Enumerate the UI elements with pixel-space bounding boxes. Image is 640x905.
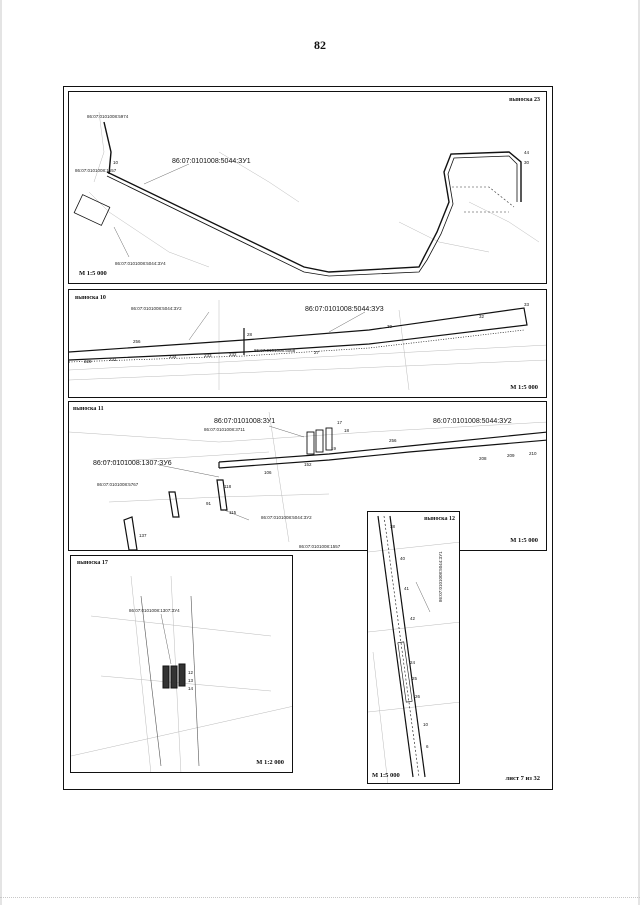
- inset-12-point-6: 6: [426, 744, 429, 749]
- inset-11-label-mid: 86:07:0101008:5044:ЗУ2: [261, 515, 312, 520]
- inset-12: 86:07:0101008:5044:ЗУ1 38 40 41 42 24 25…: [367, 511, 460, 784]
- inset-12-point-38: 38: [390, 524, 396, 529]
- page-number: 82: [314, 38, 326, 52]
- inset-23-point-a: 10: [113, 160, 119, 165]
- inset-10-point-28: 28: [247, 332, 253, 337]
- inset-17-point-13: 13: [188, 678, 194, 683]
- inset-10-point-231: 231: [109, 357, 117, 362]
- scan-edge-bottom: [0, 897, 640, 899]
- inset-11-point-209: 209: [507, 453, 515, 458]
- inset-23-point-b: 44: [524, 150, 530, 155]
- scan-edge-right: [638, 0, 640, 905]
- inset-11-point-17: 17: [337, 420, 343, 425]
- inset-11-point-256: 256: [389, 438, 397, 443]
- inset-10-scale: М 1:5 000: [510, 384, 538, 391]
- inset-11-label-top-small: 86:07:0101008:3711: [204, 427, 245, 432]
- inset-12-point-42: 42: [410, 616, 416, 621]
- inset-10-tag: выноска 10: [75, 295, 106, 301]
- inset-12-point-40: 40: [400, 556, 406, 561]
- inset-23-label-bottom: 86:07:0101008:5044:ЗУ4: [115, 261, 166, 266]
- inset-10-point-256: 256: [133, 339, 141, 344]
- inset-23: 86:07:0101008:5044:ЗУ1 86:07:0101008:504…: [68, 91, 547, 284]
- inset-10-point-234: 234: [169, 354, 177, 359]
- inset-23-label-top-small: 86:07:0101008:5974: [87, 114, 129, 119]
- inset-12-point-26: 26: [415, 694, 421, 699]
- inset-10-point-30: 30: [387, 324, 393, 329]
- inset-23-point-c: 30: [524, 160, 530, 165]
- inset-11-tag: выноска 11: [73, 406, 104, 412]
- inset-17-drawing: 86:07:0101008:1307:ЗУ4 12 13 14: [71, 575, 292, 772]
- inset-17-tag: выноска 17: [77, 560, 108, 566]
- inset-23-scale: М 1:5 000: [79, 270, 107, 277]
- inset-11-point-18: 18: [344, 428, 350, 433]
- inset-17-point-14: 14: [188, 686, 194, 691]
- inset-11-point-91: 91: [206, 501, 212, 506]
- inset-11-point-115: 115: [229, 510, 237, 515]
- inset-11-label-top-right: 86:07:0101008:5044:ЗУ2: [433, 418, 512, 425]
- inset-10-label-left: 86:07:0101008:5044:ЗУ2: [131, 306, 182, 311]
- inset-11-point-19: 19: [331, 446, 337, 451]
- inset-10-point-32: 32: [479, 314, 485, 319]
- inset-12-point-10: 10: [423, 722, 429, 727]
- inset-17-scale: М 1:2 000: [256, 759, 284, 766]
- inset-11-point-118: 118: [224, 484, 232, 489]
- inset-10-label-right: 86:07:0101008:5044:ЗУ3: [305, 306, 384, 313]
- inset-10-point-33: 33: [524, 302, 530, 307]
- scan-edge-left: [0, 0, 2, 905]
- inset-23-drawing: 86:07:0101008:5044:ЗУ1 86:07:0101008:504…: [73, 111, 540, 277]
- inset-12-point-25: 25: [412, 676, 418, 681]
- inset-11-label-left-small: 86:07:0101008:5767: [97, 482, 139, 487]
- sheet-label: лист 7 из 32: [505, 775, 540, 782]
- inset-17-point-12: 12: [188, 670, 194, 675]
- inset-12-scale: М 1:5 000: [372, 772, 400, 779]
- inset-17-label-main: 86:07:0101008:1307:ЗУ4: [129, 608, 180, 613]
- inset-10-drawing: 86:07:0101008:5044:ЗУ2 86:07:0101008:504…: [69, 300, 546, 391]
- inset-10-point-232: 232: [229, 352, 237, 357]
- inset-11-drawing: 86:07:0101008:ЗУ1 86:07:0101008:3711 86:…: [69, 411, 546, 550]
- map-sheet: 86:07:0101008:5044:ЗУ1 86:07:0101008:504…: [63, 86, 553, 790]
- inset-11-label-left: 86:07:0101008:1307:ЗУ6: [93, 460, 172, 467]
- inset-23-label-left-small: 86:07:0101008:1557: [75, 168, 117, 173]
- inset-12-label-main: 86:07:0101008:5044:ЗУ1: [438, 551, 443, 602]
- inset-12-point-41: 41: [404, 586, 410, 591]
- inset-11-point-210: 210: [529, 451, 537, 456]
- inset-23-label-main: 86:07:0101008:5044:ЗУ1: [172, 158, 251, 165]
- inset-10-point-229: 229: [84, 359, 92, 364]
- inset-11-label-bottom-small: 86:07:0101008:1557: [299, 544, 341, 549]
- inset-12-tag: выноска 12: [424, 516, 455, 522]
- inset-12-drawing: 86:07:0101008:5044:ЗУ1 38 40 41 42 24 25…: [368, 515, 459, 783]
- inset-11-point-106: 106: [264, 470, 272, 475]
- inset-10-point-233: 233: [204, 353, 212, 358]
- inset-11-point-152: 152: [304, 462, 312, 467]
- inset-11-point-208: 208: [479, 456, 487, 461]
- inset-10: 86:07:0101008:5044:ЗУ2 86:07:0101008:504…: [68, 289, 547, 398]
- inset-12-point-24: 24: [410, 660, 416, 665]
- inset-11-scale: М 1:5 000: [510, 537, 538, 544]
- inset-11: 86:07:0101008:ЗУ1 86:07:0101008:3711 86:…: [68, 401, 547, 551]
- inset-11-label-top: 86:07:0101008:ЗУ1: [214, 418, 275, 425]
- inset-10-label-mid-small: 86:07:0101008:5068: [254, 348, 296, 353]
- inset-11-point-137: 137: [139, 533, 147, 538]
- inset-23-tag: выноска 23: [509, 97, 540, 103]
- inset-10-point-27: 27: [314, 350, 320, 355]
- inset-17: 86:07:0101008:1307:ЗУ4 12 13 14 выноска …: [70, 555, 293, 773]
